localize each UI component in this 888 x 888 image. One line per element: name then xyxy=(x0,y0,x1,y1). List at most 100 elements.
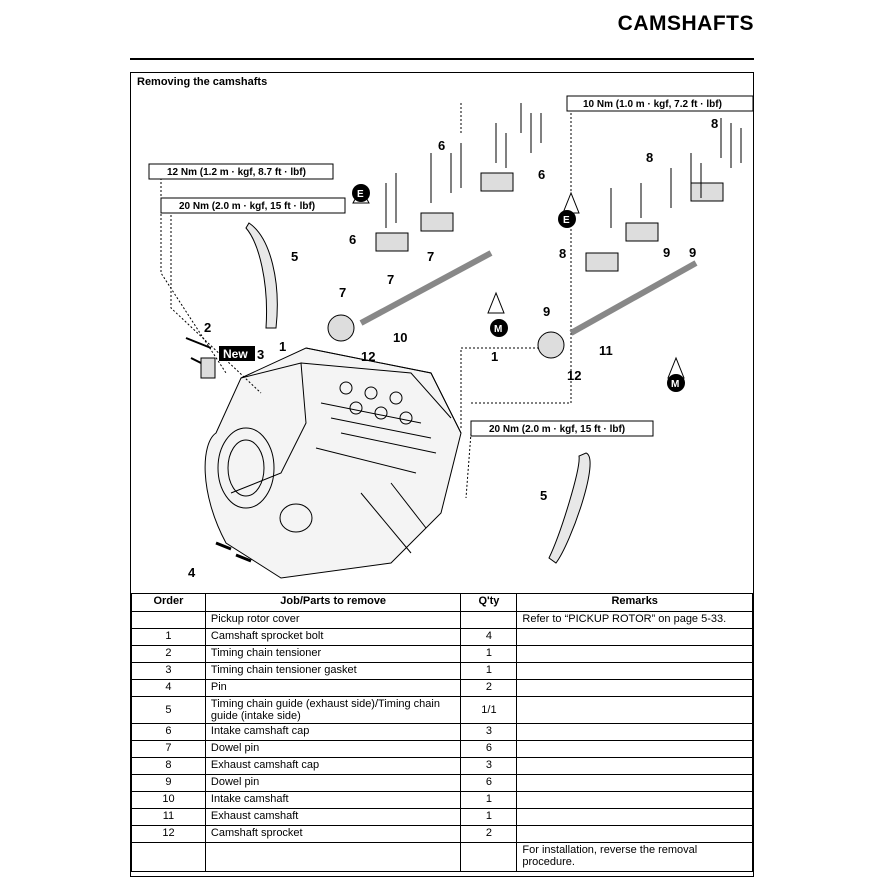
table-row: 10 Intake camshaft 1 xyxy=(131,791,753,809)
cell-order: 12 xyxy=(131,825,206,843)
cell-order: 10 xyxy=(131,791,206,809)
header-remarks: Remarks xyxy=(516,593,753,612)
engine-oil-symbol: E xyxy=(357,189,364,200)
cell-order: 4 xyxy=(131,679,206,697)
cell-order: 5 xyxy=(131,696,206,724)
callout-number: 7 xyxy=(339,285,346,300)
table-row: For installation, reverse the removal pr… xyxy=(131,842,753,872)
cell-job: Camshaft sprocket bolt xyxy=(204,628,462,646)
callout-number: 9 xyxy=(543,304,550,319)
torque-label-3: 20 Nm (2.0 m · kgf, 15 ft · lbf) xyxy=(179,201,315,212)
cell-remarks xyxy=(516,791,753,809)
exhaust-camshaft xyxy=(569,260,698,336)
callout-number: 9 xyxy=(663,245,670,260)
cell-job: Pickup rotor cover xyxy=(204,611,462,629)
cell-order xyxy=(131,611,206,629)
cell-job: Timing chain tensioner gasket xyxy=(204,662,462,680)
cell-order: 9 xyxy=(131,774,206,792)
callout-number: 6 xyxy=(438,138,445,153)
table-row: 6 Intake camshaft cap 3 xyxy=(131,723,753,741)
cell-qty: 3 xyxy=(460,757,518,775)
callout-number: 7 xyxy=(427,249,434,264)
cell-qty xyxy=(460,611,518,629)
chain-guide-intake xyxy=(548,452,591,564)
header-qty: Q'ty xyxy=(460,593,518,612)
torque-label-4: 20 Nm (2.0 m · kgf, 15 ft · lbf) xyxy=(489,424,625,435)
cell-job: Pin xyxy=(204,679,462,697)
cell-qty: 2 xyxy=(460,825,518,843)
cell-qty: 2 xyxy=(460,679,518,697)
cell-remarks: For installation, reverse the removal pr… xyxy=(516,842,753,872)
exploded-diagram: 10 Nm (1.0 m · kgf, 7.2 ft · lbf) 12 Nm … xyxy=(148,95,753,580)
table-row: 1 Camshaft sprocket bolt 4 xyxy=(131,628,753,646)
cell-job: Exhaust camshaft xyxy=(204,808,462,826)
cell-qty: 6 xyxy=(460,774,518,792)
content-frame: Removing the camshafts xyxy=(130,72,754,877)
table-row: Pickup rotor cover Refer to “PICKUP ROTO… xyxy=(131,611,753,629)
table-row: 7 Dowel pin 6 xyxy=(131,740,753,758)
table-header-row: Order Job/Parts to remove Q'ty Remarks xyxy=(131,593,753,612)
cell-remarks xyxy=(516,723,753,741)
torque-label-2: 12 Nm (1.2 m · kgf, 8.7 ft · lbf) xyxy=(167,167,306,178)
engine-oil-symbol: E xyxy=(563,215,570,226)
callout-number: 5 xyxy=(540,488,547,503)
cell-order: 6 xyxy=(131,723,206,741)
new-badge: New xyxy=(223,347,248,361)
cell-job xyxy=(204,842,462,872)
cell-order: 8 xyxy=(131,757,206,775)
cell-remarks xyxy=(516,696,753,724)
cell-qty: 1 xyxy=(460,791,518,809)
callout-number: 8 xyxy=(711,116,718,131)
cell-qty: 1 xyxy=(460,645,518,663)
cell-job: Dowel pin xyxy=(204,740,462,758)
header-job: Job/Parts to remove xyxy=(204,593,462,612)
callout-number: 5 xyxy=(291,249,298,264)
torque-label-1: 10 Nm (1.0 m · kgf, 7.2 ft · lbf) xyxy=(583,99,722,110)
chain-guide-exhaust xyxy=(245,222,278,329)
cell-qty: 6 xyxy=(460,740,518,758)
cell-order: 1 xyxy=(131,628,206,646)
cell-order xyxy=(131,842,206,872)
cell-job: Exhaust camshaft cap xyxy=(204,757,462,775)
table-row: 8 Exhaust camshaft cap 3 xyxy=(131,757,753,775)
callout-number: 10 xyxy=(393,330,407,345)
title-rule xyxy=(130,58,754,60)
section-title: Removing the camshafts xyxy=(137,76,268,88)
table-row: 12 Camshaft sprocket 2 xyxy=(131,825,753,843)
cell-remarks xyxy=(516,757,753,775)
callout-number: 12 xyxy=(361,349,375,364)
cell-qty: 1/1 xyxy=(460,696,518,724)
callout-number: 1 xyxy=(279,339,286,354)
cell-job: Intake camshaft cap xyxy=(204,723,462,741)
callout-number: 6 xyxy=(349,232,356,247)
cell-remarks xyxy=(516,774,753,792)
callout-number: 2 xyxy=(204,320,211,335)
engine-block xyxy=(204,347,462,579)
callout-number: 9 xyxy=(689,245,696,260)
cell-remarks xyxy=(516,645,753,663)
table-row: 5 Timing chain guide (exhaust side)/Timi… xyxy=(131,696,753,724)
cell-qty: 1 xyxy=(460,662,518,680)
callout-number: 7 xyxy=(387,272,394,287)
callout-number: 8 xyxy=(646,150,653,165)
cell-remarks xyxy=(516,628,753,646)
table-row: 9 Dowel pin 6 xyxy=(131,774,753,792)
cell-job: Dowel pin xyxy=(204,774,462,792)
callout-number: 12 xyxy=(567,368,581,383)
cell-order: 11 xyxy=(131,808,206,826)
callout-number: 6 xyxy=(538,167,545,182)
callout-number: 4 xyxy=(188,565,196,580)
table-row: 2 Timing chain tensioner 1 xyxy=(131,645,753,663)
cell-order: 7 xyxy=(131,740,206,758)
cell-job: Camshaft sprocket xyxy=(204,825,462,843)
cell-order: 3 xyxy=(131,662,206,680)
callout-number: 11 xyxy=(599,343,613,358)
cell-qty: 4 xyxy=(460,628,518,646)
cell-job: Timing chain guide (exhaust side)/Timing… xyxy=(204,696,462,724)
cell-remarks: Refer to “PICKUP ROTOR” on page 5-33. xyxy=(516,611,753,629)
cell-qty xyxy=(460,842,518,872)
cell-qty: 3 xyxy=(460,723,518,741)
callout-number: 1 xyxy=(491,349,498,364)
table-row: 4 Pin 2 xyxy=(131,679,753,697)
cell-order: 2 xyxy=(131,645,206,663)
